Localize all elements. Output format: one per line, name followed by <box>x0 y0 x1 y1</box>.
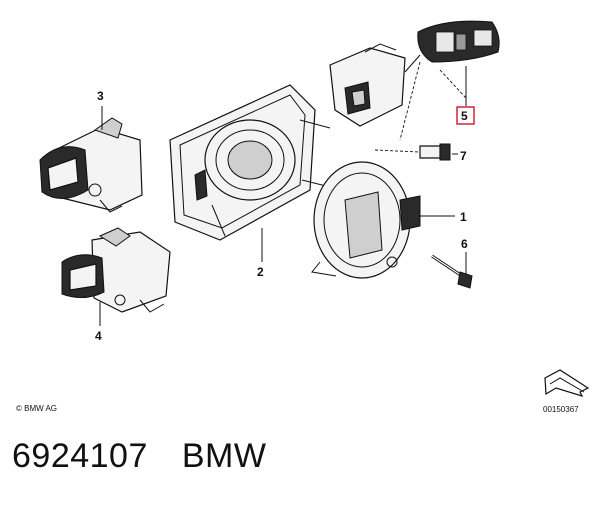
callout-1: 1 <box>460 210 467 224</box>
dash-line-7 <box>374 149 421 153</box>
part-5-stalk <box>404 20 500 73</box>
dash-line-5 <box>399 61 421 141</box>
part-5-housing <box>329 43 406 127</box>
copyright-text: © BMW AG <box>16 404 57 413</box>
part-1-clockspring <box>311 161 421 279</box>
dash-line-5b <box>439 69 467 99</box>
callout-5-highlight <box>456 106 475 125</box>
callout-6: 6 <box>461 237 468 251</box>
callout-7: 7 <box>460 149 467 163</box>
caption: 6924107 BMW <box>12 437 266 476</box>
part-number: 6924107 <box>12 437 148 475</box>
callout-2: 2 <box>257 265 264 279</box>
part-2-housing <box>169 84 331 241</box>
part-3-switch <box>39 117 143 213</box>
direction-arrow-icon <box>544 369 590 397</box>
callout-3: 3 <box>97 89 104 103</box>
part-4-switch <box>61 227 171 313</box>
image-number-text: 00150367 <box>543 405 579 414</box>
brand-name: BMW <box>181 437 267 475</box>
callout-5: 5 <box>461 109 468 123</box>
part-7-bolt <box>419 143 451 161</box>
callout-4: 4 <box>95 329 102 343</box>
part-6-screw <box>431 254 473 289</box>
